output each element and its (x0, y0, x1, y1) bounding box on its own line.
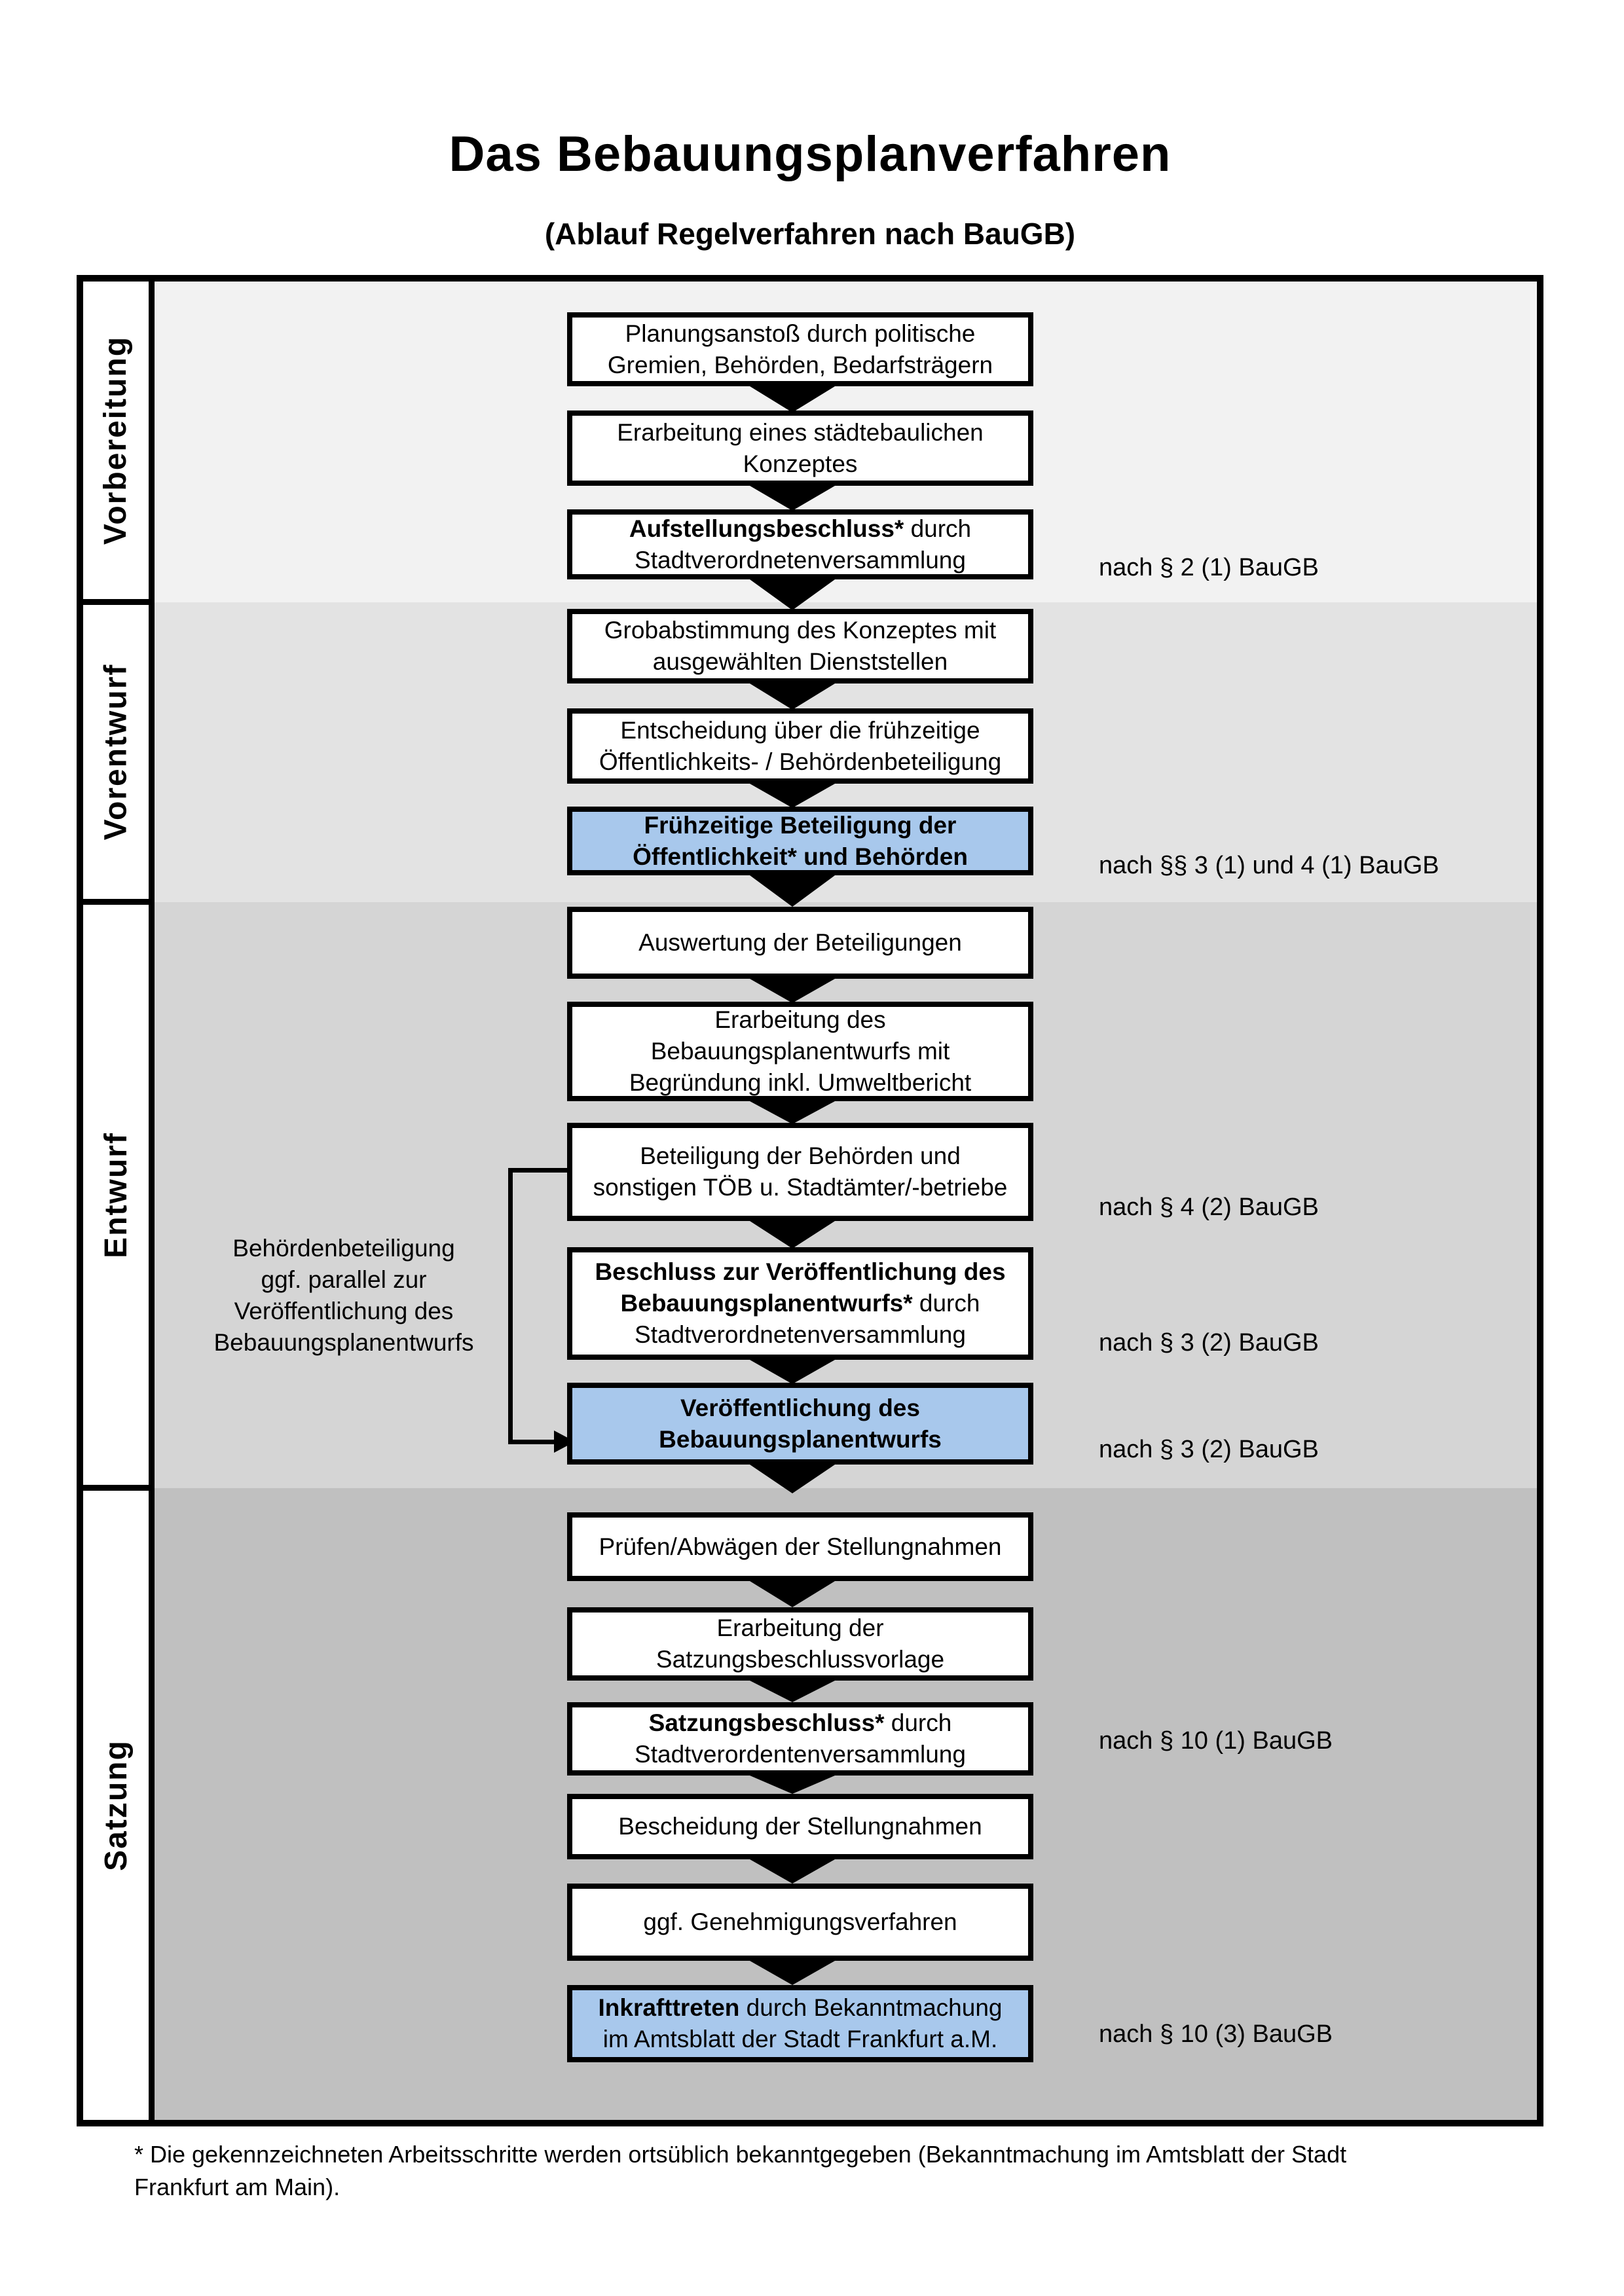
flow-step-beschluss-veroeffentlichung: Beschluss zur Veröffentlichung des Bebau… (567, 1247, 1033, 1360)
legal-ref-behoerdenbeteiligung: nach § 4 (2) BauGB (1099, 1194, 1319, 1221)
legal-ref-inkrafttreten: nach § 10 (3) BauGB (1099, 2020, 1333, 2048)
flow-arrow-down-icon (750, 486, 835, 511)
flow-step-satzungsbeschlussvorlage: Erarbeitung der Satzungsbeschlussvorlage (567, 1607, 1033, 1681)
side-annotation: Behördenbeteiligung ggf. parallel zur Ve… (213, 1235, 474, 1356)
connector-horizontal-bottom (508, 1440, 555, 1444)
legal-ref-veroeffentlichung: nach § 3 (2) BauGB (1099, 1436, 1319, 1463)
flow-arrow-down-icon (750, 1859, 835, 1884)
phase-label-column (83, 282, 155, 2120)
flow-arrow-down-icon (750, 875, 835, 907)
flow-arrow-down-icon (750, 1360, 835, 1384)
flow-arrow-down-icon (750, 1681, 835, 1702)
page-subtitle: (Ablauf Regelverfahren nach BauGB) (544, 217, 1076, 251)
phase-separator (83, 599, 155, 605)
flow-step-inkrafttreten: Inkrafttreten durch Bekanntmachung im Am… (567, 1985, 1033, 2062)
connector-horizontal-top (508, 1168, 573, 1173)
flow-step-genehmigungsverfahren: ggf. Genehmigungsverfahren (567, 1884, 1033, 1961)
flow-step-erarbeitung-entwurf: Erarbeitung des Bebauungsplanentwurfs mi… (567, 1002, 1033, 1101)
flow-arrow-down-icon (750, 1101, 835, 1124)
flow-step-satzungsbeschluss: Satzungsbeschluss* durch Stadtverordente… (567, 1702, 1033, 1776)
phase-separator (83, 1485, 155, 1491)
connector-vertical (508, 1168, 513, 1444)
flow-step-auswertung: Auswertung der Beteiligungen (567, 907, 1033, 979)
page-title: Das Bebauungsplanverfahren (449, 126, 1172, 182)
flow-arrow-down-icon (750, 1465, 835, 1493)
flow-step-aufstellungsbeschluss: Aufstellungsbeschluss* durch Stadtverord… (567, 509, 1033, 579)
flow-arrow-down-icon (750, 1961, 835, 1985)
legal-ref-aufstellungsbeschluss: nach § 2 (1) BauGB (1099, 554, 1319, 581)
flow-arrow-down-icon (750, 386, 835, 412)
flow-arrow-down-icon (750, 1776, 835, 1794)
flow-step-grobabstimmung: Grobabstimmung des Konzeptes mit ausgewä… (567, 609, 1033, 683)
legal-ref-beschluss-veroeffentlichung: nach § 3 (2) BauGB (1099, 1329, 1319, 1357)
flow-step-fruehzeitige-beteiligung: Frühzeitige Beteiligung der Öffentlichke… (567, 807, 1033, 875)
legal-ref-satzungsbeschluss: nach § 10 (1) BauGB (1099, 1727, 1333, 1755)
flow-step-entscheidung-beteiligung: Entscheidung über die frühzeitige Öffent… (567, 708, 1033, 784)
footnote: * Die gekennzeichneten Arbeitsschritte w… (134, 2141, 1347, 2200)
flow-arrow-down-icon (750, 579, 835, 610)
flow-arrow-down-icon (750, 784, 835, 808)
flow-step-veroeffentlichung-entwurf: Veröffentlichung des Bebauungsplanentwur… (567, 1383, 1033, 1465)
flow-step-pruefen-abwaegen: Prüfen/Abwägen der Stellungnahmen (567, 1512, 1033, 1581)
flow-arrow-down-icon (750, 979, 835, 1003)
flow-arrow-down-icon (750, 1221, 835, 1248)
flow-arrow-down-icon (750, 683, 835, 710)
flow-arrow-down-icon (750, 1581, 835, 1607)
diagram-frame (77, 275, 1543, 2126)
legal-ref-fruehzeitige-beteiligung: nach §§ 3 (1) und 4 (1) BauGB (1099, 852, 1439, 879)
flow-step-planungsanstoss: Planungsanstoß durch politische Gremien,… (567, 312, 1033, 386)
flow-step-behoerdenbeteiligung: Beteiligung der Behörden und sonstigen T… (567, 1123, 1033, 1221)
flow-step-bescheidung: Bescheidung der Stellungnahmen (567, 1794, 1033, 1859)
flow-step-staedtebauliches-konzept: Erarbeitung eines städtebaulichen Konzep… (567, 410, 1033, 486)
phase-separator (83, 899, 155, 905)
